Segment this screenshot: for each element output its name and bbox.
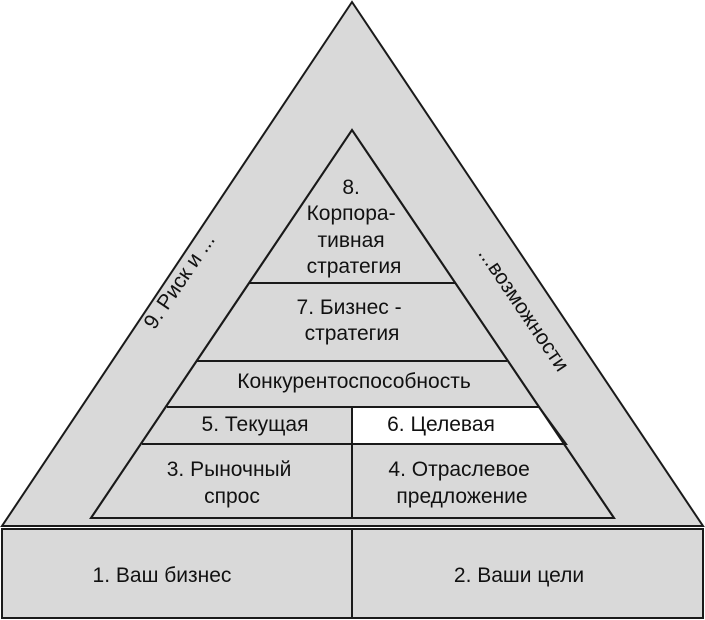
corporate-strategy-label: 8. Корпора- тивная стратегия [307, 176, 402, 278]
current-label: 5. Текущая [202, 413, 309, 436]
target-label: 6. Целевая [387, 413, 495, 436]
base-left-label: 1. Ваш бизнес [93, 564, 232, 587]
base-right-label: 2. Ваши цели [454, 564, 584, 587]
inner-triangle-outline [89, 128, 616, 519]
market-demand-label: 3. Рыночный спрос [167, 458, 297, 508]
competitiveness-label: Конкурентоспособность [237, 370, 471, 393]
industry-supply-label: 4. Отраслевое предложение [388, 458, 535, 508]
business-strategy-label: 7. Бизнес - стратегия [297, 296, 408, 345]
